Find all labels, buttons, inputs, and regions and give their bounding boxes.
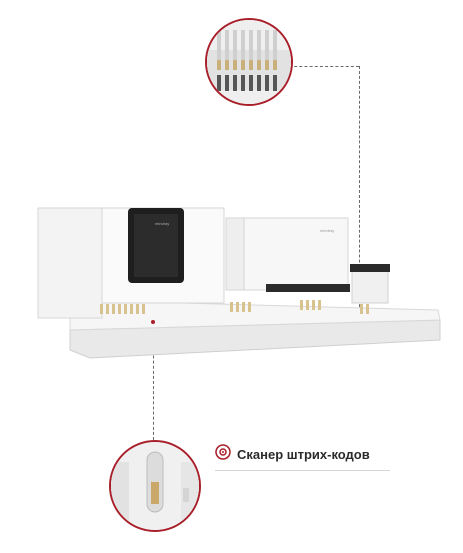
right-module-brand: mindray (320, 228, 334, 233)
zoom-barcode-scanner (109, 440, 201, 532)
connector-bottom-vertical (153, 325, 154, 440)
feature-legend: Сканер штрих-кодов (215, 443, 395, 465)
zoom-tube-rack-detail (205, 18, 293, 106)
legend-divider (215, 470, 390, 471)
left-module-brand: mindray (155, 221, 169, 226)
feature-label: Сканер штрих-кодов (237, 446, 370, 462)
connector-top-horizontal (289, 66, 359, 67)
analyzer-device-illustration: mindray mindray (37, 207, 441, 359)
connector-top-vertical (359, 66, 360, 322)
barcode-scanner-icon (215, 443, 231, 465)
